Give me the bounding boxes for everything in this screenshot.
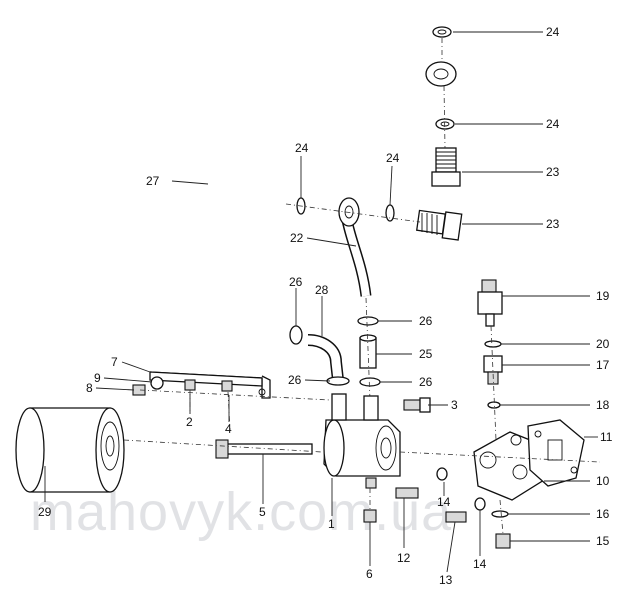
- bracket-7: [149, 371, 271, 399]
- threaded-pipe-5: [215, 439, 313, 459]
- washer-14-b: [474, 497, 486, 511]
- pressure-sensor-19: [477, 279, 503, 327]
- label-23: 23: [546, 165, 560, 179]
- label-6: 6: [366, 567, 373, 581]
- oil-filter-29: [15, 407, 125, 493]
- label-17: 17: [596, 358, 610, 372]
- label-11: 11: [600, 430, 613, 444]
- washer-24-top: [432, 26, 452, 38]
- label-25: 25: [419, 347, 433, 361]
- label-3: 3: [451, 398, 458, 412]
- clamp-26-lower: [326, 376, 350, 386]
- label-2: 2: [186, 415, 193, 429]
- bolt-12: [395, 487, 419, 499]
- label-1: 1: [328, 517, 335, 531]
- banjo-bolt-23-horizontal: [415, 209, 463, 241]
- label-24: 24: [546, 117, 560, 131]
- label-9: 9: [94, 371, 101, 385]
- label-29: 29: [38, 505, 52, 519]
- oil-cooler-1: [323, 393, 401, 489]
- part-labels: 24 24 23 23 24 24 27 22 26 28 26 25 26 2…: [38, 25, 613, 587]
- label-28: 28: [315, 283, 329, 297]
- label-16: 16: [596, 507, 610, 521]
- hose-25: [359, 334, 377, 369]
- leader-lines: [44, 31, 598, 573]
- label-19: 19: [596, 289, 610, 303]
- label-13: 13: [439, 573, 453, 587]
- clamp-26-bottom: [359, 377, 381, 387]
- clamp-26-top: [357, 316, 379, 326]
- label-20: 20: [596, 337, 610, 351]
- gasket-11: [527, 419, 585, 487]
- label-14: 14: [473, 557, 487, 571]
- label-26: 26: [419, 314, 433, 328]
- label-22: 22: [290, 231, 304, 245]
- plug-6: [363, 509, 377, 523]
- washer-24-right: [385, 204, 395, 222]
- label-8: 8: [86, 381, 93, 395]
- oil-pipe-27: [203, 61, 457, 337]
- hose-28: [307, 334, 344, 381]
- bolt-4: [221, 380, 233, 392]
- bolt-13: [445, 511, 467, 523]
- label-7: 7: [111, 355, 118, 369]
- label-10: 10: [596, 474, 610, 488]
- label-26: 26: [288, 373, 302, 387]
- label-24: 24: [546, 25, 560, 39]
- label-26: 26: [289, 275, 303, 289]
- banjo-bolt-23-vertical: [431, 147, 461, 187]
- bolt-2: [184, 379, 196, 391]
- washer-20: [484, 340, 502, 348]
- label-14: 14: [437, 495, 451, 509]
- label-15: 15: [596, 534, 610, 548]
- label-4: 4: [225, 422, 232, 436]
- label-24: 24: [295, 141, 309, 155]
- label-23: 23: [546, 217, 560, 231]
- bolt-9: [150, 376, 164, 390]
- label-27: 27: [146, 174, 160, 188]
- label-12: 12: [397, 551, 411, 565]
- label-26: 26: [419, 375, 433, 389]
- washer-14-a: [436, 467, 448, 481]
- label-18: 18: [596, 398, 610, 412]
- clamp-26-pipe: [289, 325, 303, 345]
- label-24: 24: [386, 151, 400, 165]
- bolt-3: [403, 397, 431, 413]
- oil-pipe-22: [338, 197, 372, 297]
- washer-16: [491, 510, 509, 518]
- plug-15: [495, 533, 511, 549]
- label-5: 5: [259, 505, 266, 519]
